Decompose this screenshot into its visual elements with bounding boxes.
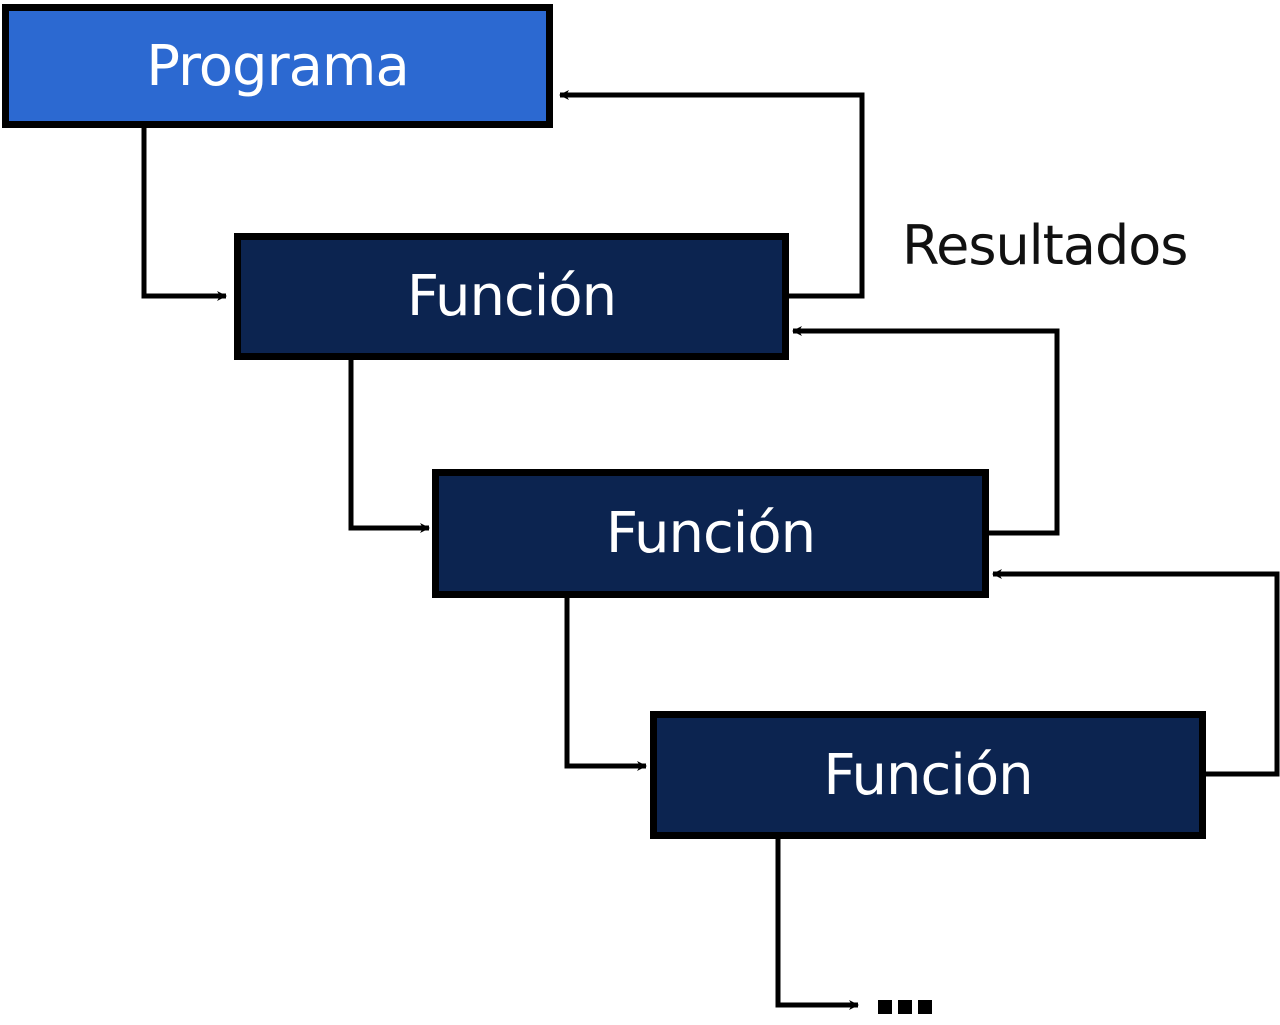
call-arrow-4 [775,839,859,1010]
programa-node: Programa [2,4,553,128]
call-arrow-2 [348,360,430,533]
results-label: Resultados [902,214,1188,277]
ellipsis-dot-2 [898,1000,912,1014]
programa-label: Programa [146,33,410,99]
funcion-label-1: Función [406,264,617,329]
funcion-node-3: Función [650,711,1206,839]
return-arrow-1 [559,90,865,299]
funcion-node-2: Función [432,469,989,598]
funcion-node-1: Función [234,233,789,360]
call-arrow-1 [141,128,227,301]
ellipsis-dot-1 [878,1000,892,1014]
funcion-label-3: Función [823,742,1033,808]
return-arrow-3 [992,569,1280,777]
ellipsis-dot-3 [918,1000,932,1014]
call-arrow-3 [564,598,647,771]
edge-group [141,90,1280,1010]
return-arrow-2 [792,326,1060,536]
funcion-label-2: Función [605,501,816,566]
ellipsis-icon [878,1000,932,1014]
